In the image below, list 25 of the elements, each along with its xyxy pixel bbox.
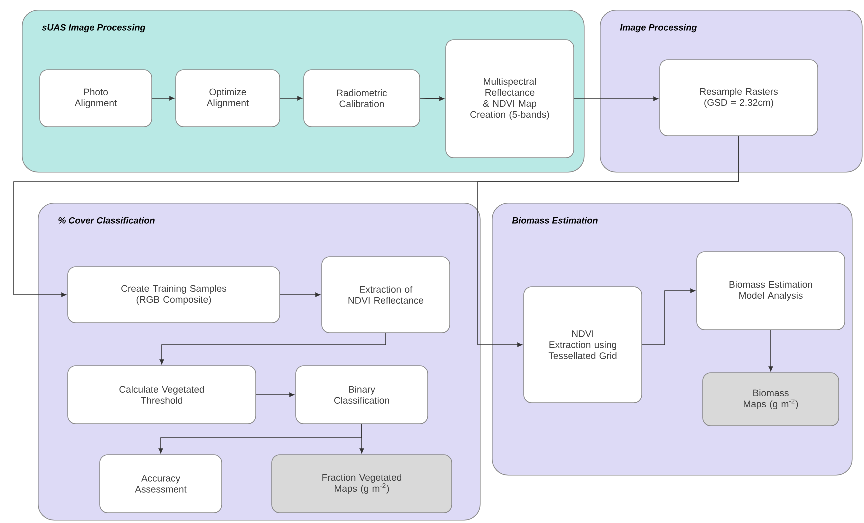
output-box: Fraction Vegetated Maps (g m$^{-2}$) <box>272 454 452 514</box>
process-box: Create Training Samples (RGB Composite) <box>68 266 280 324</box>
process-box: Multispectral Reflectance & NDVI Map Creation (5-bands) <box>446 40 574 158</box>
arrow <box>420 96 445 102</box>
process-box: Radiometric Calibration <box>304 70 420 128</box>
process-box: Photo Alignment <box>40 70 152 128</box>
arrow <box>642 288 696 346</box>
arrow <box>478 136 740 348</box>
arrow <box>280 96 302 101</box>
process-box: Optimize Alignment <box>176 70 280 128</box>
arrow <box>360 424 364 454</box>
output-box: Biomass Maps (g m$^{-2}$) <box>702 372 840 426</box>
arrow <box>152 96 175 101</box>
arrow <box>280 292 320 298</box>
process-box: Binary Classification <box>296 366 428 424</box>
process-box: NDVI Extraction using Tessellated Grid <box>524 286 642 404</box>
process-box: Resample Rasters (GSD = 2.32cm) <box>660 60 818 136</box>
process-box: Extraction of NDVI Reflectance <box>322 256 450 334</box>
arrow <box>574 96 659 102</box>
process-box: Calculate Vegetated Threshold <box>68 366 256 424</box>
process-box: Biomass Estimation Model Analysis <box>696 252 846 330</box>
arrow <box>768 330 774 372</box>
process-box: Accuracy Assessment <box>100 454 222 514</box>
arrow <box>256 392 295 398</box>
arrow <box>160 333 386 364</box>
